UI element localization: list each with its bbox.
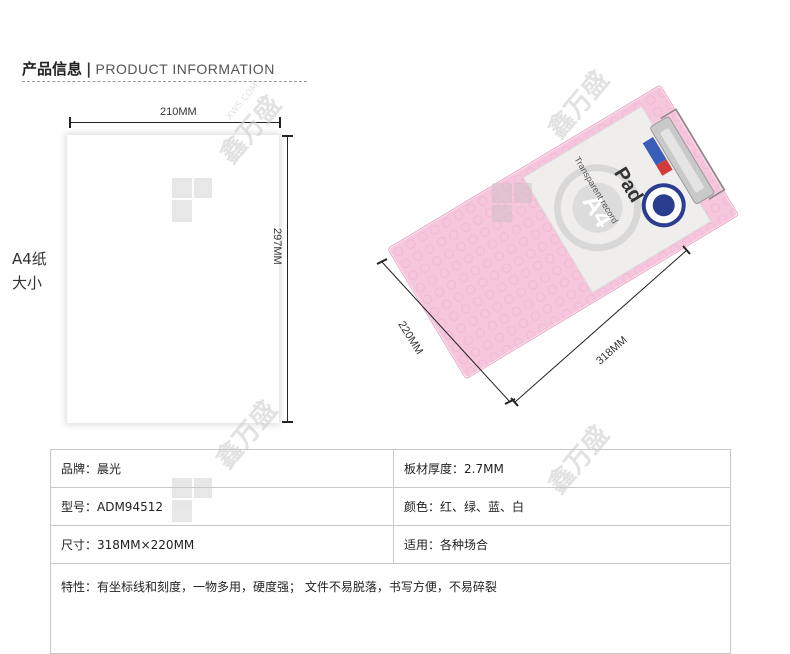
header-title-en: PRODUCT INFORMATION	[95, 61, 275, 77]
a4-paper-illustration	[67, 135, 279, 423]
header-separator: |	[86, 60, 92, 78]
table-row: 型号：ADM94512 颜色：红、绿、蓝、白	[50, 487, 731, 526]
section-header: 产品信息|PRODUCT INFORMATION	[22, 58, 275, 79]
watermark-text-mid: 鑫万盛	[542, 65, 616, 145]
clipboard-insert-card: A4 Pad Transparent record	[522, 105, 712, 294]
a4-size-caption-line1: A4纸	[12, 250, 47, 268]
table-row: 尺寸：318MM×220MM 适用：各种场合	[50, 525, 731, 564]
spec-size: 尺寸：318MM×220MM	[50, 525, 394, 564]
spec-usage: 适用：各种场合	[393, 525, 731, 564]
spec-table: 品牌：晨光 板材厚度：2.7MM 型号：ADM94512 颜色：红、绿、蓝、白 …	[50, 449, 731, 654]
spec-color: 颜色：红、绿、蓝、白	[393, 487, 731, 526]
height-dimension-tick-top	[282, 135, 293, 137]
clipboard-product-image: A4 Pad Transparent record 220MM 318MM	[376, 85, 738, 407]
spec-features: 特性：有坐标线和刻度，一物多用，硬度强； 文件不易脱落，书写方便，不易碎裂	[50, 563, 731, 654]
a4-size-caption-line2: 大小	[12, 274, 43, 292]
width-dimension-label: 210MM	[160, 106, 197, 118]
header-divider	[22, 81, 307, 82]
a4-size-caption: A4纸 大小	[12, 247, 47, 295]
clipboard-metal-clip	[650, 108, 726, 204]
spec-brand: 品牌：晨光	[50, 449, 394, 488]
watermark-text-top: 鑫万盛	[214, 90, 288, 170]
clipboard-board: A4 Pad Transparent record	[388, 85, 738, 379]
spec-thickness: 板材厚度：2.7MM	[393, 449, 731, 488]
width-dimension-tick-left	[69, 117, 71, 128]
height-dimension-line	[287, 136, 288, 422]
table-row: 特性：有坐标线和刻度，一物多用，硬度强； 文件不易脱落，书写方便，不易碎裂	[50, 563, 731, 654]
width-dimension-line	[70, 122, 280, 123]
header-title-cn: 产品信息	[22, 60, 83, 78]
spec-model: 型号：ADM94512	[50, 487, 394, 526]
width-dimension-tick-right	[279, 117, 281, 128]
height-dimension-tick-bottom	[282, 421, 293, 423]
watermark-logo-left	[172, 178, 212, 222]
table-row: 品牌：晨光 板材厚度：2.7MM	[50, 449, 731, 488]
watermark-logo-mid	[492, 183, 532, 222]
